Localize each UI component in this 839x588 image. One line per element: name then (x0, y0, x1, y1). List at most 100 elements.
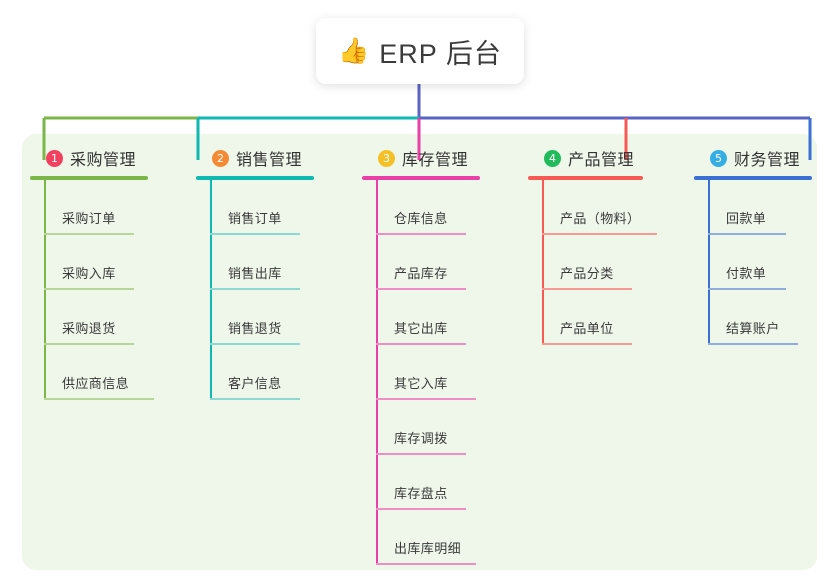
leaf-underline (542, 233, 657, 235)
column-title-1: 采购管理 (70, 152, 137, 169)
leaf-label: 库存调拨 (394, 431, 448, 446)
leaf-node[interactable]: 其它出库 (362, 290, 522, 345)
leaf-node[interactable]: 采购订单 (30, 180, 190, 235)
column-body-2: 销售订单销售出库销售退货客户信息 (196, 180, 356, 400)
leaf-label: 产品分类 (560, 266, 614, 281)
leaf-label: 供应商信息 (62, 376, 130, 391)
leaf-node[interactable]: 销售退货 (196, 290, 356, 345)
column-topbar-4 (528, 176, 643, 180)
column-header-1[interactable]: 1 采购管理 (30, 146, 190, 170)
column-body-4: 产品（物料） 产品分类产品单位 (528, 180, 693, 345)
leaf-underline (376, 343, 466, 345)
column-title-5: 财务管理 (734, 152, 801, 169)
column-body-1: 采购订单采购入库采购退货供应商信息 (30, 180, 190, 400)
leaf-label: 其它入库 (394, 376, 448, 391)
leaf-underline (376, 508, 466, 510)
leaf-label: 销售订单 (228, 211, 282, 226)
root-title: ERP 后台 (379, 38, 502, 69)
leaf-label: 采购订单 (62, 211, 116, 226)
leaf-node[interactable]: 库存盘点 (362, 455, 522, 510)
column-body-5: 回款单付款单结算账户 (694, 180, 834, 345)
column-header-3[interactable]: 3 库存管理 (362, 146, 522, 170)
root-node[interactable]: 👍 ERP 后台 (316, 18, 524, 84)
leaf-label: 采购入库 (62, 266, 116, 281)
column-badge-3: 3 (378, 149, 395, 167)
leaf-node[interactable]: 库存调拨 (362, 400, 522, 455)
column-销售管理: 2 销售管理销售订单销售出库销售退货客户信息 (196, 146, 356, 400)
leaf-label: 客户信息 (228, 376, 282, 391)
leaf-node[interactable]: 出库库明细 (362, 510, 522, 565)
column-topbar-5 (694, 176, 812, 180)
column-badge-4: 4 (544, 149, 561, 167)
column-header-4[interactable]: 4 产品管理 (528, 146, 693, 170)
leaf-underline (376, 288, 466, 290)
leaf-underline (44, 233, 134, 235)
leaf-node[interactable]: 采购退货 (30, 290, 190, 345)
leaf-label: 库存盘点 (394, 486, 448, 501)
column-spine-5 (708, 180, 710, 345)
column-spine-4 (542, 180, 544, 345)
leaf-node[interactable]: 采购入库 (30, 235, 190, 290)
leaf-label: 付款单 (726, 266, 767, 281)
leaf-underline (44, 398, 154, 400)
leaf-underline (210, 343, 300, 345)
column-库存管理: 3 库存管理仓库信息产品库存其它出库其它入库库存调拨库存盘点出库库明细 (362, 146, 522, 565)
leaf-node[interactable]: 仓库信息 (362, 180, 522, 235)
column-spine-3 (376, 180, 378, 565)
column-财务管理: 5 财务管理回款单付款单结算账户 (694, 146, 834, 345)
leaf-label: 销售退货 (228, 321, 282, 336)
column-topbar-2 (196, 176, 314, 180)
column-badge-5: 5 (710, 149, 727, 167)
column-header-2[interactable]: 2 销售管理 (196, 146, 356, 170)
leaf-underline (376, 398, 476, 400)
column-badge-2: 2 (212, 149, 229, 167)
leaf-underline (542, 288, 632, 290)
leaf-underline (708, 343, 798, 345)
leaf-label: 产品库存 (394, 266, 448, 281)
leaf-underline (542, 343, 632, 345)
leaf-label: 仓库信息 (394, 211, 448, 226)
leaf-node[interactable]: 销售出库 (196, 235, 356, 290)
leaf-node[interactable]: 其它入库 (362, 345, 522, 400)
column-title-2: 销售管理 (236, 152, 303, 169)
column-采购管理: 1 采购管理采购订单采购入库采购退货供应商信息 (30, 146, 190, 400)
column-topbar-1 (30, 176, 148, 180)
column-spine-1 (44, 180, 46, 400)
leaf-underline (708, 288, 786, 290)
column-title-4: 产品管理 (568, 152, 635, 169)
leaf-underline (210, 233, 300, 235)
leaf-node[interactable]: 回款单 (694, 180, 834, 235)
leaf-underline (44, 288, 134, 290)
leaf-node[interactable]: 产品库存 (362, 235, 522, 290)
leaf-label: 产品（物料） (560, 211, 641, 226)
leaf-label: 回款单 (726, 211, 767, 226)
leaf-underline (210, 398, 300, 400)
leaf-label: 结算账户 (726, 321, 780, 336)
leaf-underline (376, 563, 476, 565)
column-产品管理: 4 产品管理产品（物料） 产品分类产品单位 (528, 146, 693, 345)
column-header-5[interactable]: 5 财务管理 (694, 146, 834, 170)
leaf-node[interactable]: 客户信息 (196, 345, 356, 400)
leaf-underline (376, 233, 466, 235)
leaf-label: 销售出库 (228, 266, 282, 281)
leaf-node[interactable]: 供应商信息 (30, 345, 190, 400)
diagram-card-background (22, 134, 817, 570)
leaf-node[interactable]: 产品单位 (528, 290, 693, 345)
thumbs-up-icon: 👍 (338, 36, 370, 65)
leaf-node[interactable]: 产品（物料） (528, 180, 693, 235)
leaf-label: 采购退货 (62, 321, 116, 336)
column-title-3: 库存管理 (402, 152, 469, 169)
column-badge-1: 1 (46, 149, 63, 167)
leaf-node[interactable]: 产品分类 (528, 235, 693, 290)
leaf-underline (210, 288, 300, 290)
column-spine-2 (210, 180, 212, 400)
leaf-underline (376, 453, 466, 455)
leaf-underline (44, 343, 134, 345)
column-topbar-3 (362, 176, 480, 180)
leaf-label: 产品单位 (560, 321, 614, 336)
column-body-3: 仓库信息产品库存其它出库其它入库库存调拨库存盘点出库库明细 (362, 180, 522, 565)
leaf-label: 出库库明细 (394, 541, 462, 556)
leaf-node[interactable]: 结算账户 (694, 290, 834, 345)
leaf-node[interactable]: 销售订单 (196, 180, 356, 235)
leaf-node[interactable]: 付款单 (694, 235, 834, 290)
